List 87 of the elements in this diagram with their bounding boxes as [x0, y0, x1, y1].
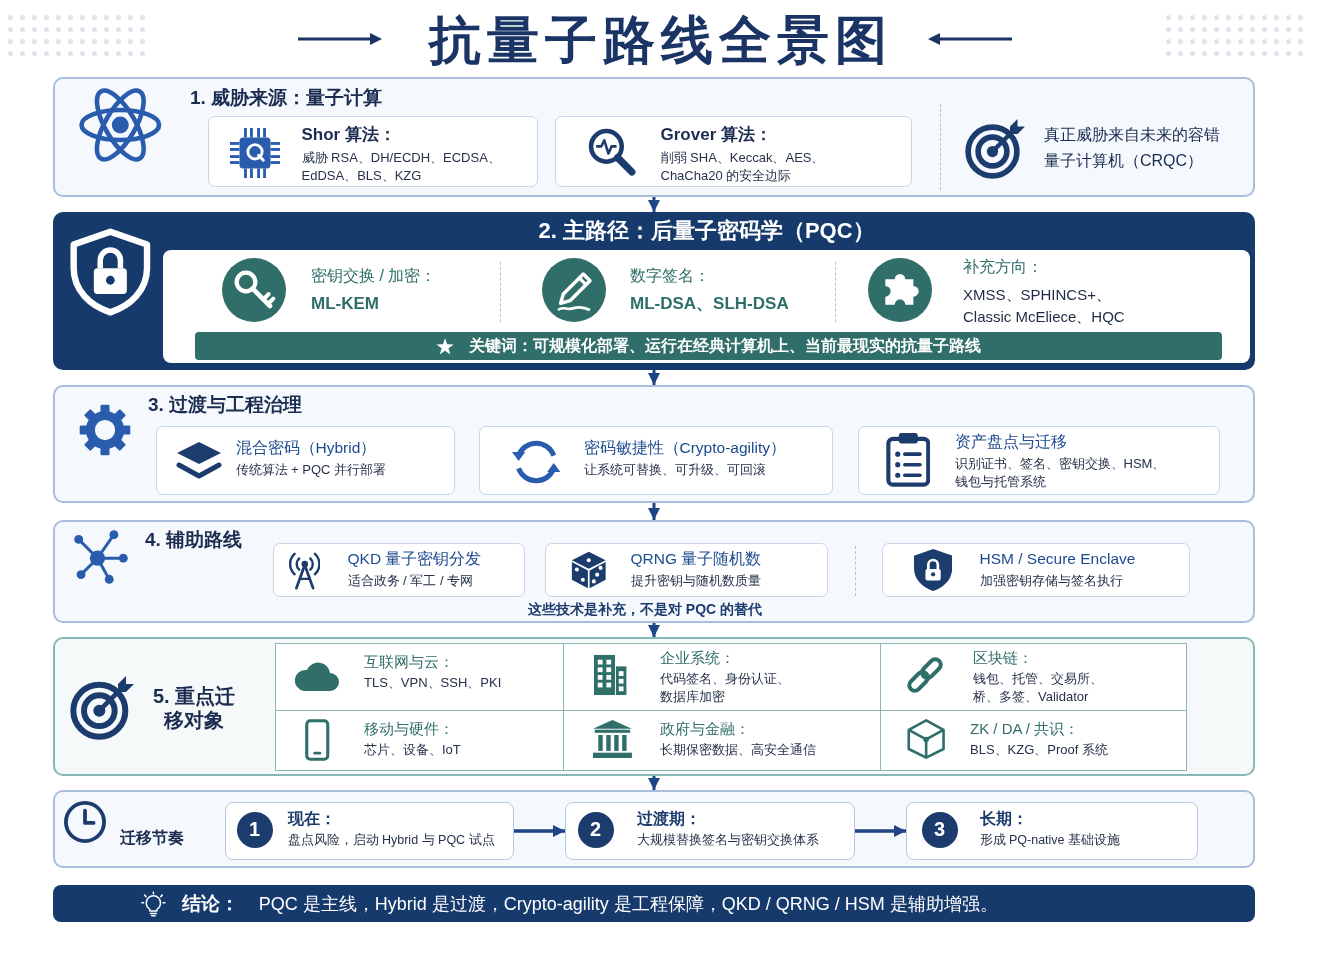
card-text: 形成 PQ-native 基础设施: [979, 831, 1121, 849]
info-card: [545, 543, 828, 597]
section-heading: 4. 辅助路线: [145, 528, 243, 552]
info-card: [882, 543, 1190, 597]
info-card: [273, 543, 525, 597]
card-heading: Grover 算法：: [660, 123, 772, 146]
info-card: [156, 426, 455, 495]
note-text: 这些技术是补充，不是对 PQC 的替代: [527, 600, 763, 618]
card-heading: 互联网与云：: [364, 652, 454, 672]
section-panel: [53, 212, 1255, 370]
card-heading: 现在：: [287, 808, 336, 829]
category-cell: [880, 710, 1187, 771]
info-card: [555, 116, 912, 187]
card-heading: 企业系统：: [660, 648, 735, 668]
section-panel: [53, 385, 1255, 503]
card-text: 长期保密数据、高安全通信: [660, 741, 816, 759]
card-text: 适合政务 / 军工 / 专网: [347, 571, 474, 590]
card-text: 识别证书、签名、密钥交换、HSM、钱包与托管系统: [954, 454, 1167, 491]
card-heading: 混合密码（Hybrid）: [235, 437, 377, 458]
category-cell: [275, 710, 564, 771]
card-text: 传统算法 + PQC 并行部署: [235, 460, 387, 479]
conclusion-heading: 结论：: [181, 891, 239, 916]
section-heading: 5. 重点迁移对象: [151, 684, 237, 732]
card-heading: 长期：: [979, 808, 1028, 829]
card-text: BLS、KZG、Proof 系统: [970, 741, 1108, 759]
category-cell: [880, 643, 1187, 711]
arrow: [855, 825, 906, 837]
category-cell: [563, 710, 881, 771]
card-heading: 密码敏捷性（Crypto-agility）: [583, 437, 786, 458]
card-heading: QRNG 量子随机数: [630, 548, 762, 569]
card-heading: ZK / DA / 共识：: [970, 719, 1080, 739]
step-number: 3: [921, 811, 958, 848]
note-text: 真正威胁来自未来的容错量子计算机（CRQC）: [1044, 125, 1221, 171]
info-card: [208, 116, 538, 187]
card-heading: 资产盘点与迁移: [954, 431, 1067, 452]
card-text: 让系统可替换、可升级、可回滚: [583, 460, 766, 479]
card-text: 芯片、设备、IoT: [364, 741, 461, 759]
card-text: 威胁 RSA、DH/ECDH、ECDSA、EdDSA、BLS、KZG: [301, 148, 502, 185]
diagram-title: 抗量子路线全景图: [429, 12, 893, 68]
card-heading: 过渡期：: [636, 808, 701, 829]
card-text: TLS、VPN、SSH、PKI: [364, 674, 502, 692]
section-panel: [53, 637, 1255, 776]
arrow: [648, 370, 660, 385]
card-text: ML-DSA、SLH-DSA: [630, 293, 789, 315]
card-heading: 数字签名：: [630, 266, 710, 286]
category-cell: [563, 643, 881, 711]
info-card: [479, 426, 833, 495]
category-cell: [275, 643, 564, 711]
section-panel: [53, 790, 1255, 868]
step-number: 2: [577, 811, 614, 848]
card-text: 代码签名、身份认证、数据库加密: [660, 670, 791, 706]
section-heading: 1. 威胁来源：量子计算: [190, 86, 383, 110]
card-heading: 区块链：: [973, 648, 1033, 668]
arrow: [648, 623, 660, 637]
section-heading: 2. 主路径：后量子密码学（PQC）: [538, 217, 875, 245]
card-heading: Shor 算法：: [301, 123, 396, 146]
arrow: [514, 825, 565, 837]
section-panel: [53, 520, 1255, 623]
card-text: XMSS、SPHINCS+、Classic McEliece、HQC: [963, 285, 1126, 327]
arrow: [648, 197, 660, 212]
step-card: [906, 802, 1198, 860]
card-heading: HSM / Secure Enclave: [979, 548, 1136, 569]
arrow: [648, 776, 660, 790]
card-heading: 补充方向：: [963, 257, 1043, 277]
card-text: 钱包、托管、交易所、桥、多签、Validator: [973, 670, 1104, 706]
card-text: 提升密钥与随机数质量: [630, 571, 761, 590]
section-panel: [53, 77, 1255, 197]
keyword-bar: [195, 332, 1222, 360]
card-text: 加强密钥存储与签名执行: [979, 571, 1123, 590]
step-card: [565, 802, 855, 860]
keyword-text: 关键词：可规模化部署、运行在经典计算机上、当前最现实的抗量子路线: [468, 335, 981, 356]
card-heading: 政府与金融：: [660, 719, 750, 739]
step-card: [225, 802, 514, 860]
card-text: 削弱 SHA、Keccak、AES、ChaCha20 的安全边际: [660, 148, 826, 185]
info-card: [858, 426, 1220, 495]
section-heading: 迁移节奏: [120, 828, 184, 848]
arrow: [648, 503, 660, 520]
conclusion-text: PQC 是主线，Hybrid 是过渡，Crypto-agility 是工程保障，QKD / QRNG / HSM 是辅助增强。: [258, 892, 998, 916]
section-heading: 3. 过渡与工程治理: [148, 393, 303, 417]
card-heading: 密钥交换 / 加密：: [311, 266, 437, 286]
card-text: 盘点风险，启动 Hybrid 与 PQC 试点: [287, 831, 495, 849]
card-text: ML-KEM: [311, 293, 379, 315]
card-heading: QKD 量子密钥分发: [347, 548, 482, 569]
conclusion-bar: [53, 885, 1255, 922]
step-number: 1: [236, 811, 273, 848]
card-text: 大规模替换签名与密钥交换体系: [636, 831, 819, 849]
card-heading: 移动与硬件：: [364, 719, 454, 739]
